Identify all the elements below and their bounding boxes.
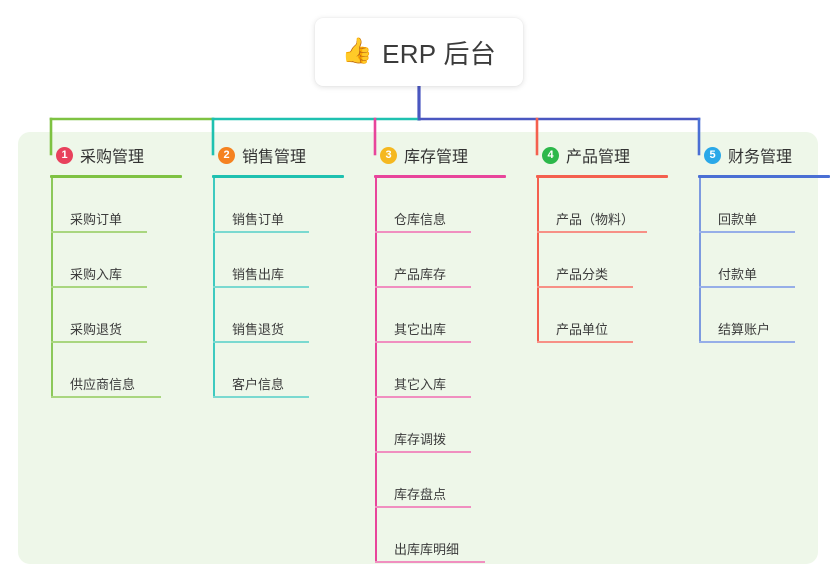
branch-header-5[interactable]: 5 财务管理	[686, 132, 839, 178]
branch-header-2[interactable]: 2 销售管理	[200, 132, 365, 178]
leaf-item[interactable]: 产品单位	[524, 288, 689, 343]
leaf-underline	[375, 396, 471, 398]
branch-column-5: 5 财务管理回款单付款单结算账户	[686, 132, 839, 343]
leaf-underline	[699, 231, 795, 233]
leaf-item[interactable]: 结算账户	[686, 288, 839, 343]
branch-spine	[375, 178, 377, 563]
leaf-label: 销售退货	[232, 322, 285, 337]
branch-label: 库存管理	[404, 149, 469, 166]
branches-panel	[18, 132, 818, 564]
leaf-underline	[699, 286, 795, 288]
branch-underline	[50, 175, 182, 178]
leaf-label: 采购退货	[70, 322, 123, 337]
leaf-underline	[51, 341, 147, 343]
leaf-underline	[375, 451, 471, 453]
branch-column-2: 2 销售管理销售订单销售出库销售退货客户信息	[200, 132, 365, 398]
leaf-underline	[213, 341, 309, 343]
leaf-underline	[537, 286, 633, 288]
leaf-item[interactable]: 销售出库	[200, 233, 365, 288]
leaf-underline	[375, 561, 485, 563]
leaf-underline	[375, 231, 471, 233]
leaf-item[interactable]: 销售订单	[200, 178, 365, 233]
leaf-label: 其它入库	[394, 377, 447, 392]
leaf-underline	[51, 231, 147, 233]
leaf-underline	[375, 341, 471, 343]
leaf-underline	[699, 341, 795, 343]
leaf-label: 产品分类	[556, 267, 609, 282]
branch-label: 销售管理	[242, 149, 307, 166]
branch-badge-2: 2	[218, 146, 235, 164]
leaf-label: 采购订单	[70, 212, 123, 227]
branch-spine	[51, 178, 53, 398]
leaf-underline	[51, 396, 161, 398]
leaf-item[interactable]: 库存盘点	[362, 453, 527, 508]
branch-badge-1: 1	[56, 146, 73, 164]
root-node[interactable]: 👍 ERP 后台	[315, 18, 523, 86]
leaf-label: 回款单	[718, 212, 758, 227]
leaf-item[interactable]: 出库库明细	[362, 508, 527, 563]
leaf-underline	[51, 286, 147, 288]
leaf-item[interactable]: 产品（物料）	[524, 178, 689, 233]
branch-header-1[interactable]: 1 采购管理	[38, 132, 203, 178]
leaf-label: 出库库明细	[394, 542, 460, 557]
branch-column-1: 1 采购管理采购订单采购入库采购退货供应商信息	[38, 132, 203, 398]
leaf-label: 产品单位	[556, 322, 609, 337]
leaf-underline	[537, 341, 633, 343]
branch-header-3[interactable]: 3 库存管理	[362, 132, 527, 178]
leaf-item[interactable]: 产品库存	[362, 233, 527, 288]
root-title: ERP 后台	[382, 38, 497, 69]
leaf-item[interactable]: 回款单	[686, 178, 839, 233]
leaf-label: 采购入库	[70, 267, 123, 282]
branch-columns: 1 采购管理采购订单采购入库采购退货供应商信息 2 销售管理销售订单销售出库销售退货客…	[18, 132, 830, 564]
leaf-label: 其它出库	[394, 322, 447, 337]
leaf-underline	[213, 396, 309, 398]
branch-column-4: 4 产品管理产品（物料） 产品分类产品单位	[524, 132, 689, 343]
leaf-item[interactable]: 销售退货	[200, 288, 365, 343]
leaf-label: 付款单	[718, 267, 758, 282]
leaf-item[interactable]: 供应商信息	[38, 343, 203, 398]
leaf-label: 库存调拨	[394, 432, 447, 447]
leaf-underline	[375, 506, 471, 508]
leaf-item[interactable]: 付款单	[686, 233, 839, 288]
leaf-item[interactable]: 采购入库	[38, 233, 203, 288]
branch-label: 财务管理	[728, 149, 793, 166]
branch-badge-3: 3	[380, 146, 397, 164]
leaf-underline	[537, 231, 647, 233]
branch-label: 采购管理	[80, 149, 145, 166]
branch-label: 产品管理	[566, 149, 631, 166]
branch-badge-5: 5	[704, 146, 721, 164]
leaf-item[interactable]: 产品分类	[524, 233, 689, 288]
leaf-underline	[213, 231, 309, 233]
leaf-label: 产品（物料）	[556, 212, 635, 227]
leaf-label: 客户信息	[232, 377, 285, 392]
branch-underline	[536, 175, 668, 178]
leaf-label: 销售订单	[232, 212, 285, 227]
root-node-content: 👍 ERP 后台	[342, 34, 496, 71]
leaf-label: 仓库信息	[394, 212, 447, 227]
leaf-item[interactable]: 其它出库	[362, 288, 527, 343]
branch-spine	[537, 178, 539, 343]
leaf-label: 库存盘点	[394, 487, 447, 502]
leaf-item[interactable]: 库存调拨	[362, 398, 527, 453]
leaf-item[interactable]: 采购退货	[38, 288, 203, 343]
leaf-item[interactable]: 仓库信息	[362, 178, 527, 233]
branch-spine	[213, 178, 215, 398]
leaf-label: 结算账户	[718, 322, 771, 337]
thumbs-up-icon: 👍	[341, 36, 374, 65]
branch-column-3: 3 库存管理仓库信息产品库存其它出库其它入库库存调拨库存盘点出库库明细	[362, 132, 527, 563]
branch-header-4[interactable]: 4 产品管理	[524, 132, 689, 178]
leaf-underline	[375, 286, 471, 288]
leaf-label: 销售出库	[232, 267, 285, 282]
leaf-label: 供应商信息	[70, 377, 136, 392]
branch-underline	[698, 175, 830, 178]
leaf-item[interactable]: 采购订单	[38, 178, 203, 233]
branch-badge-4: 4	[542, 146, 559, 164]
branch-spine	[699, 178, 701, 343]
leaf-underline	[213, 286, 309, 288]
leaf-item[interactable]: 客户信息	[200, 343, 365, 398]
branch-underline	[212, 175, 344, 178]
branch-underline	[374, 175, 506, 178]
leaf-label: 产品库存	[394, 267, 447, 282]
leaf-item[interactable]: 其它入库	[362, 343, 527, 398]
